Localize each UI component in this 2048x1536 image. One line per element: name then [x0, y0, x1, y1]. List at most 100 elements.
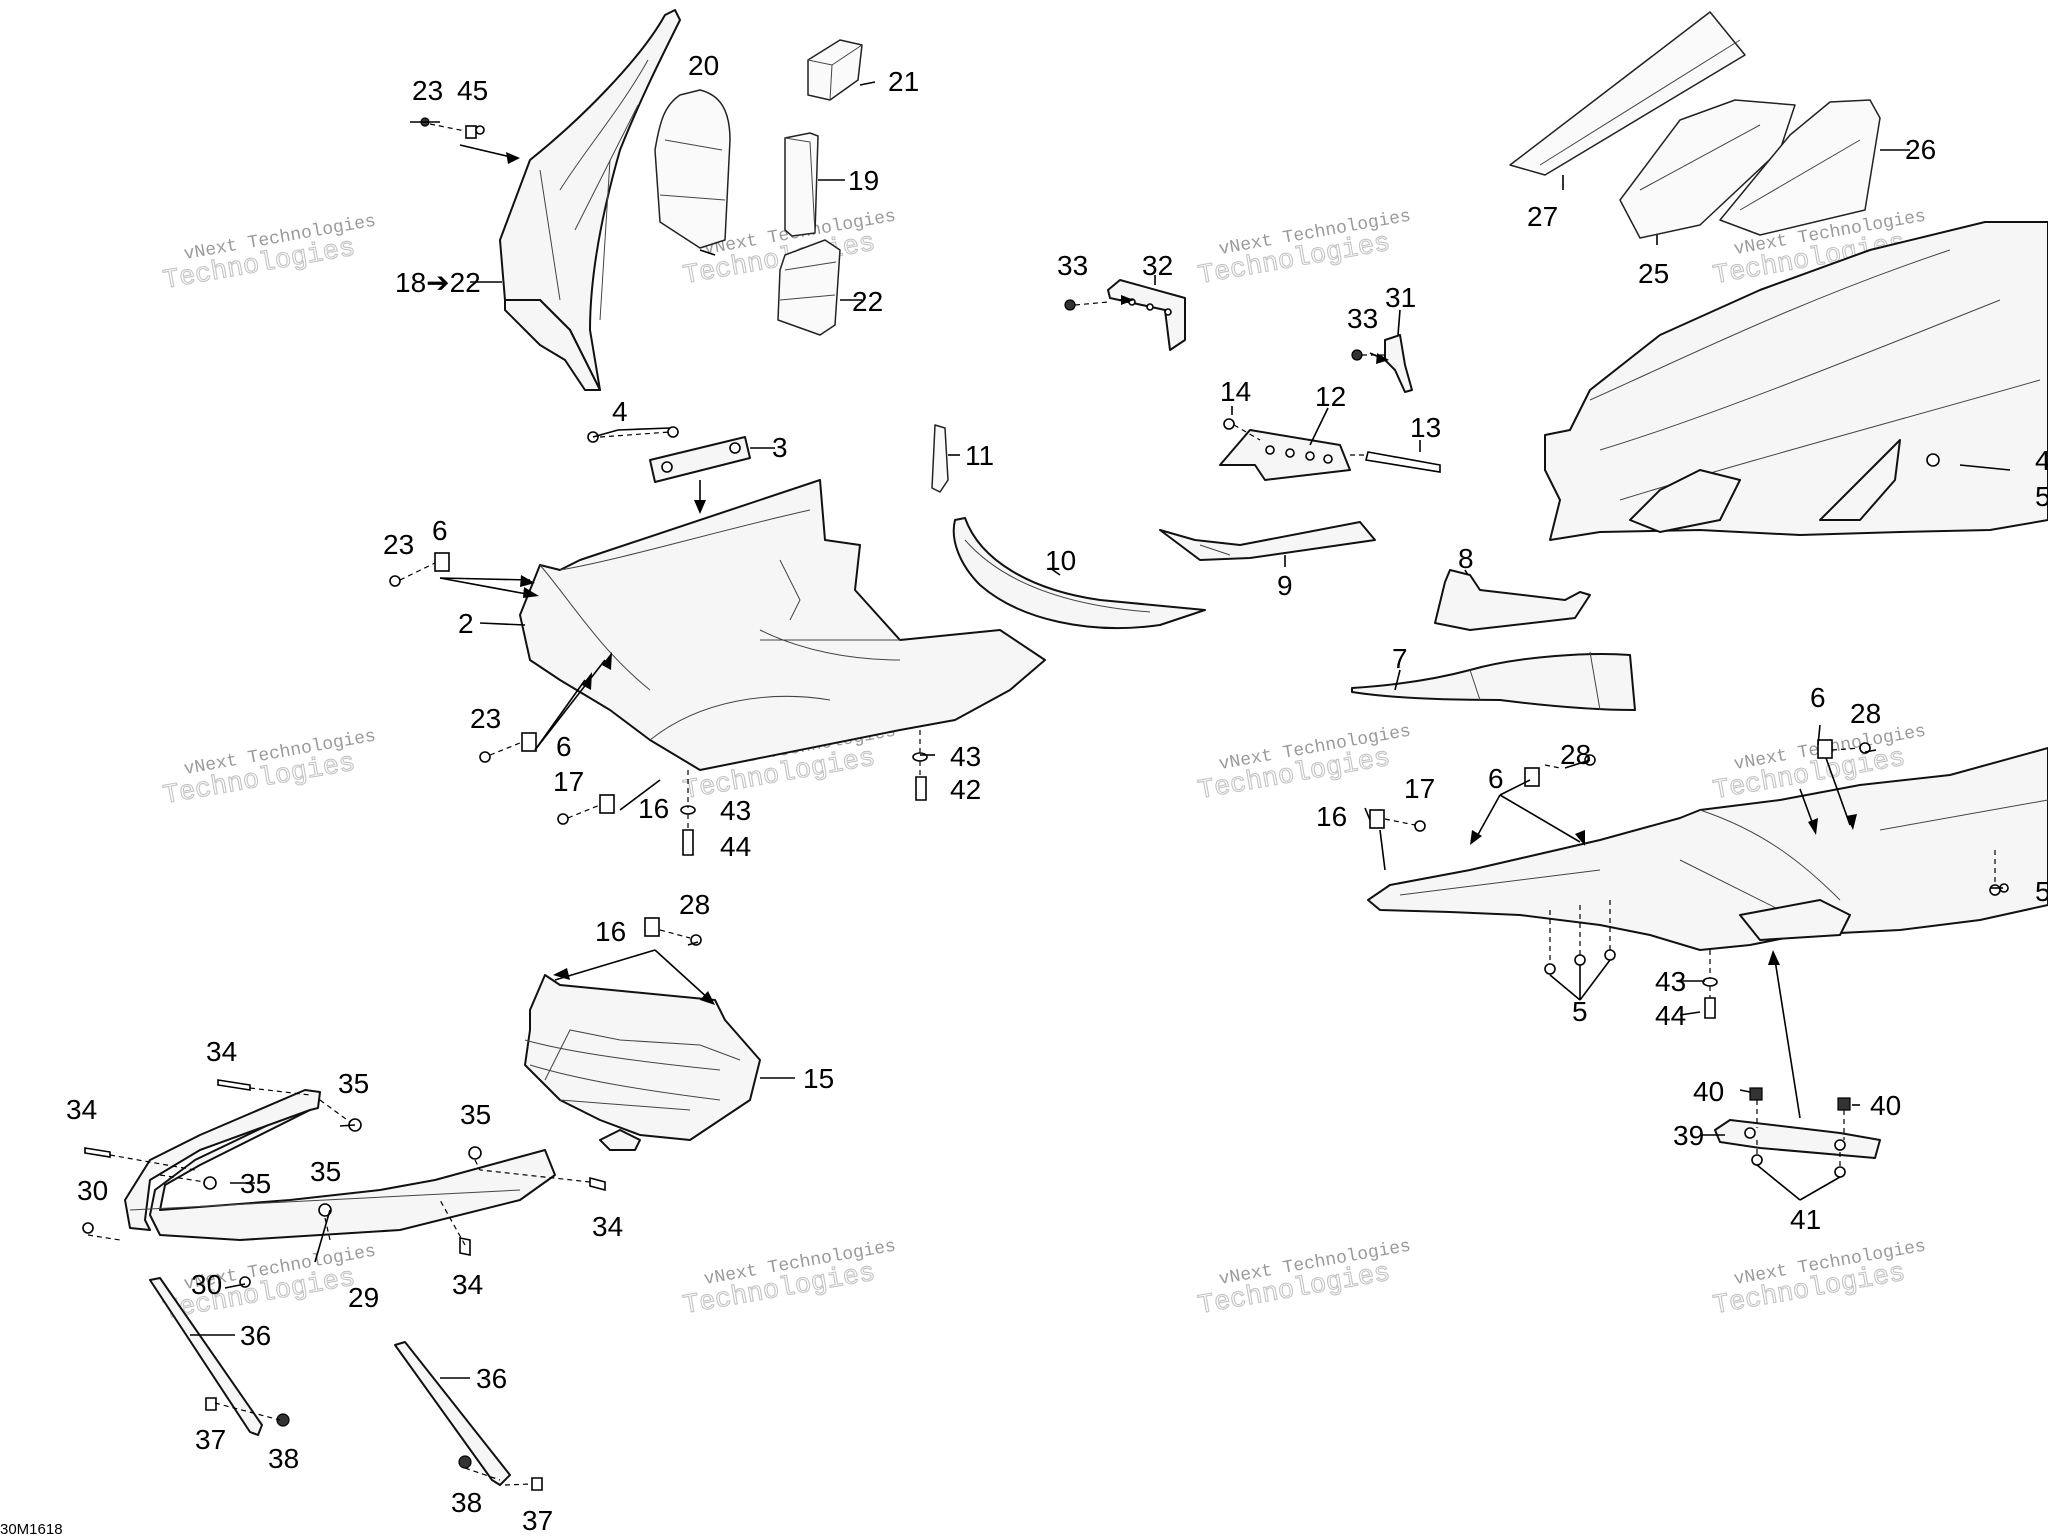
- part-plate-39: [1714, 1119, 1881, 1159]
- callout-label: 41: [1790, 1204, 1821, 1235]
- callout-label: 6: [432, 515, 448, 546]
- callout-label: 18➔22: [395, 267, 481, 298]
- callout-label: 26: [1905, 134, 1936, 165]
- callout-label: 34: [206, 1036, 237, 1067]
- part-bracket-31: [1384, 334, 1413, 393]
- callout-label: 6: [1810, 682, 1826, 713]
- callout-label: 4: [2035, 445, 2048, 476]
- callout-label: 5: [1572, 996, 1588, 1027]
- part-deflector-10: [952, 517, 1206, 630]
- part-side-panel: [499, 9, 681, 391]
- callout-label: 14: [1220, 376, 1251, 407]
- watermark: Technologies vNext Technologies: [1195, 207, 1412, 293]
- part-block-21: [807, 39, 863, 101]
- callout-label: 40: [1870, 1090, 1901, 1121]
- hardware: [82, 117, 2009, 1491]
- part-strip-36-left: [149, 1277, 263, 1436]
- callout-label: 9: [1277, 570, 1293, 601]
- callout-label: 44: [720, 831, 751, 862]
- callout-label: 40: [1693, 1076, 1724, 1107]
- callout-label: 17: [1404, 773, 1435, 804]
- watermark: Technologies vNext Technologies: [1195, 1237, 1412, 1323]
- part-belly-pan-2: [519, 479, 1046, 771]
- callout-label: 35: [338, 1068, 369, 1099]
- callout-label: 31: [1385, 282, 1416, 313]
- callout-label: 8: [1458, 543, 1474, 574]
- callout-label: 10: [1045, 545, 1076, 576]
- callout-label: 36: [240, 1320, 271, 1351]
- callout-label: 16: [595, 916, 626, 947]
- callout-label: 20: [688, 50, 719, 81]
- callout-label: 12: [1315, 381, 1346, 412]
- part-deflector-8: [1434, 569, 1591, 631]
- callout-label: 39: [1673, 1120, 1704, 1151]
- callout-label: 37: [522, 1505, 553, 1536]
- part-grille-15: [524, 974, 761, 1151]
- callout-label: 36: [476, 1363, 507, 1394]
- callout-label: 44: [1655, 1000, 1686, 1031]
- callout-label: 29: [348, 1282, 379, 1313]
- callout-label: 5: [2035, 481, 2048, 512]
- callout-label: 43: [1655, 966, 1686, 997]
- part-pad-20: [654, 89, 731, 249]
- part-right-belly-pan: [1367, 747, 2048, 951]
- part-pad-25: [1619, 99, 1796, 239]
- callout-label: 38: [268, 1443, 299, 1474]
- callout-label: 42: [950, 774, 981, 805]
- callout-label: 34: [592, 1211, 623, 1242]
- part-plate-3: [649, 436, 751, 483]
- callout-label: 45: [457, 75, 488, 106]
- callout-label: 23: [470, 703, 501, 734]
- callout-label: 19: [848, 165, 879, 196]
- watermark: Technologies vNext Technologies: [1710, 1237, 1927, 1323]
- part-pad-22: [777, 239, 841, 336]
- callout-label: 28: [1850, 698, 1881, 729]
- watermark: Technologies vNext Technologies: [160, 727, 377, 813]
- callout-label: 34: [452, 1269, 483, 1300]
- callout-label: 23: [412, 75, 443, 106]
- callout-label: 5: [2035, 876, 2048, 907]
- callout-label: 28: [1560, 739, 1591, 770]
- part-strip-36-right: [394, 1341, 511, 1486]
- callout-label: 43: [720, 795, 751, 826]
- callout-label: 6: [556, 731, 572, 762]
- callout-label: 25: [1638, 258, 1669, 289]
- callout-label: 33: [1057, 250, 1088, 281]
- callout-label: 13: [1410, 412, 1441, 443]
- part-bracket-32: [1107, 279, 1186, 351]
- part-pad-26: [1719, 99, 1881, 236]
- part-block-19: [784, 132, 819, 237]
- part-deflector-9: [1159, 521, 1376, 561]
- watermark: Technologies vNext Technologies: [160, 212, 377, 298]
- watermark: Technologies vNext Technologies: [1195, 722, 1412, 808]
- callout-label: 22: [852, 286, 883, 317]
- watermark: Technologies vNext Technologies: [680, 1237, 897, 1323]
- callout-label: 43: [950, 741, 981, 772]
- callout-label: 2: [458, 608, 474, 639]
- callout-label: 30: [191, 1269, 222, 1300]
- part-drawings: [124, 9, 2048, 1486]
- callout-labels: 23 45 18➔22 20 21 19 22 4 3 11 10 9 23 6…: [66, 50, 2048, 1536]
- arrowheads: [506, 152, 1857, 1005]
- callout-label: 15: [803, 1063, 834, 1094]
- document-id: 30M1618: [0, 1521, 63, 1536]
- callout-label: 34: [66, 1094, 97, 1125]
- callout-label: 4: [612, 396, 628, 427]
- callout-label: 35: [460, 1099, 491, 1130]
- callout-label: 11: [965, 440, 994, 471]
- part-bracket-12: [1219, 429, 1351, 481]
- callout-label: 6: [1488, 763, 1504, 794]
- callout-label: 17: [553, 766, 584, 797]
- callout-label: 27: [1527, 201, 1558, 232]
- callout-label: 37: [195, 1424, 226, 1455]
- callout-label: 33: [1347, 303, 1378, 334]
- callout-label: 16: [638, 793, 669, 824]
- callout-label: 7: [1392, 643, 1408, 674]
- callout-label: 38: [451, 1487, 482, 1518]
- callout-label: 32: [1142, 250, 1173, 281]
- part-right-side-panel: [1544, 221, 2048, 541]
- dashed-lines: [87, 123, 1996, 1486]
- part-deflector-7: [1351, 651, 1636, 711]
- callout-label: 35: [240, 1168, 271, 1199]
